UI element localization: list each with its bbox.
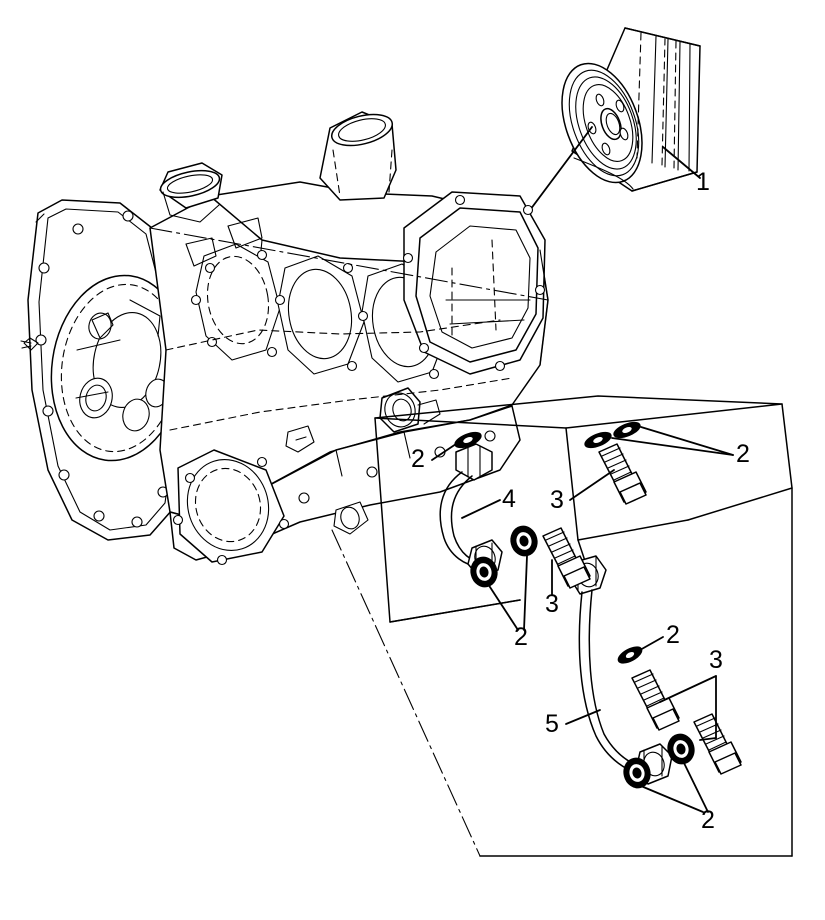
engine-block-assembly — [20, 111, 549, 566]
callout-4: 4 — [502, 485, 516, 513]
callout-3a: 3 — [550, 486, 564, 514]
sealing-washer-face-3 — [623, 757, 651, 789]
banjo-bolt-1 — [598, 443, 647, 505]
callout-labels: 1 2 2 4 3 3 2 2 3 5 2 — [411, 168, 750, 834]
callout-1-leader — [662, 146, 701, 179]
sealing-washer-face-4 — [667, 733, 695, 765]
valve-cover — [402, 191, 546, 375]
assembly-boundary-lines — [331, 395, 793, 857]
sealing-washer-face-1 — [470, 556, 498, 588]
callout-leaders — [431, 426, 734, 813]
callout-2a: 2 — [411, 445, 425, 473]
callout-2e: 2 — [701, 806, 715, 834]
banjo-bolt-2 — [542, 527, 591, 589]
callout-2d: 2 — [666, 621, 680, 649]
banjo-bolt-4 — [693, 713, 742, 775]
sealing-washer-edge-3 — [613, 421, 641, 439]
sealing-washer-edge-2 — [584, 431, 612, 449]
callout-3b: 3 — [545, 590, 559, 618]
callout-1: 1 — [696, 168, 710, 196]
callout-3c: 3 — [709, 646, 723, 674]
callout-5: 5 — [545, 710, 559, 738]
sealing-washers-part-2 — [454, 421, 695, 789]
callout-2c: 2 — [514, 623, 528, 651]
callout-2b: 2 — [736, 440, 750, 468]
sealing-washer-face-2 — [510, 525, 538, 557]
